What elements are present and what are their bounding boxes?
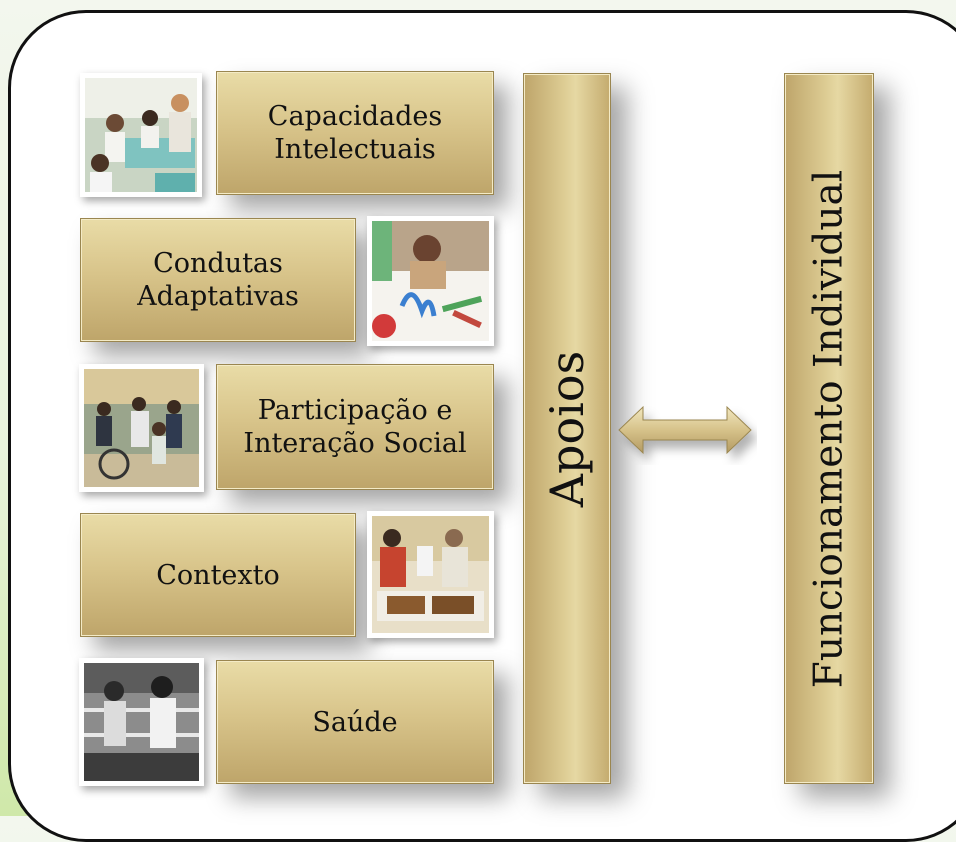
photo-classroom [80, 73, 202, 197]
photo-kitchen-baking [367, 511, 494, 638]
box-label: Participação e Interação Social [243, 395, 467, 459]
funcionamento-individual-label: Funcionamento Individual [806, 169, 852, 688]
box-label: Saúde [312, 706, 398, 738]
box-label: Contexto [156, 559, 280, 591]
box-condutas-adaptativas: Condutas Adaptativas [80, 218, 356, 342]
apoios-bar: Apoios [523, 73, 611, 784]
box-contexto: Contexto [80, 513, 356, 637]
funcionamento-individual-bar: Funcionamento Individual [784, 73, 874, 784]
box-label: Capacidades Intelectuais [267, 101, 443, 165]
apoios-label: Apoios [540, 350, 594, 507]
double-arrow-icon [618, 405, 752, 455]
photo-health-children [79, 658, 204, 786]
box-participacao-interacao-social: Participação e Interação Social [216, 364, 494, 490]
box-label: Condutas Adaptativas [137, 248, 299, 312]
photo-social-group [79, 364, 204, 492]
box-saude: Saúde [216, 660, 494, 784]
photo-painting-child [367, 216, 494, 346]
box-capacidades-intelectuais: Capacidades Intelectuais [216, 71, 494, 195]
